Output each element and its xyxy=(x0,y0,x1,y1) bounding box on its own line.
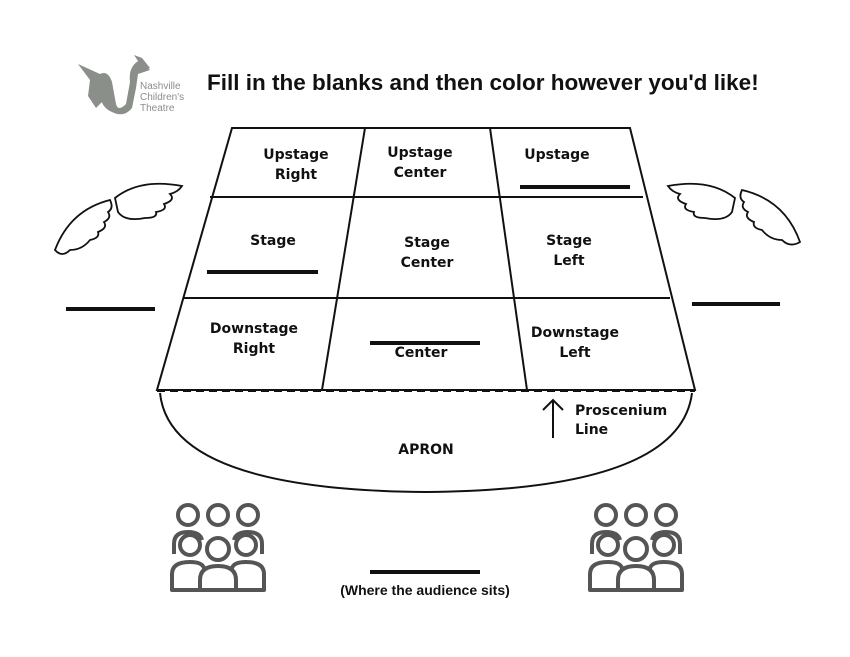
label-downstage-center-1: Center xyxy=(395,345,448,361)
apron-outline xyxy=(159,392,693,494)
label-stage-right-1: Stage xyxy=(250,233,296,249)
label-downstage-left-1: Downstage xyxy=(531,325,619,341)
label-stage-left-2: Left xyxy=(553,253,585,269)
right-wings-icon xyxy=(666,182,802,246)
label-upstage-center-1: Upstage xyxy=(387,145,452,161)
audience-caption: (Where the audience sits) xyxy=(340,582,510,598)
label-stage-left-1: Stage xyxy=(546,233,592,249)
arrow-up-icon xyxy=(542,398,564,438)
audience-icon-right xyxy=(588,503,684,592)
left-wings-icon xyxy=(53,182,184,255)
label-stage-center-2: Center xyxy=(401,255,454,271)
dragon-logo-icon xyxy=(78,55,150,115)
label-apron: APRON xyxy=(398,442,454,458)
label-downstage-right-1: Downstage xyxy=(210,321,298,337)
label-downstage-right-2: Right xyxy=(233,341,276,357)
logo-line-2: Children's xyxy=(140,92,185,103)
label-upstage-right-2: Right xyxy=(275,167,318,183)
label-upstage-right-1: Upstage xyxy=(263,147,328,163)
page-title: Fill in the blanks and then color howeve… xyxy=(207,70,759,95)
logo-text: Nashville Children's Theatre xyxy=(140,81,184,114)
label-upstage-center-2: Center xyxy=(394,165,447,181)
label-proscenium-1: Proscenium xyxy=(575,403,667,419)
logo-line-3: Theatre xyxy=(140,103,175,114)
logo-line-1: Nashville xyxy=(140,81,181,92)
label-stage-center-1: Stage xyxy=(404,235,450,251)
label-proscenium-2: Line xyxy=(575,422,608,438)
audience-icon-left xyxy=(170,503,266,592)
label-upstage-left-1: Upstage xyxy=(524,147,589,163)
label-downstage-left-2: Left xyxy=(559,345,591,361)
